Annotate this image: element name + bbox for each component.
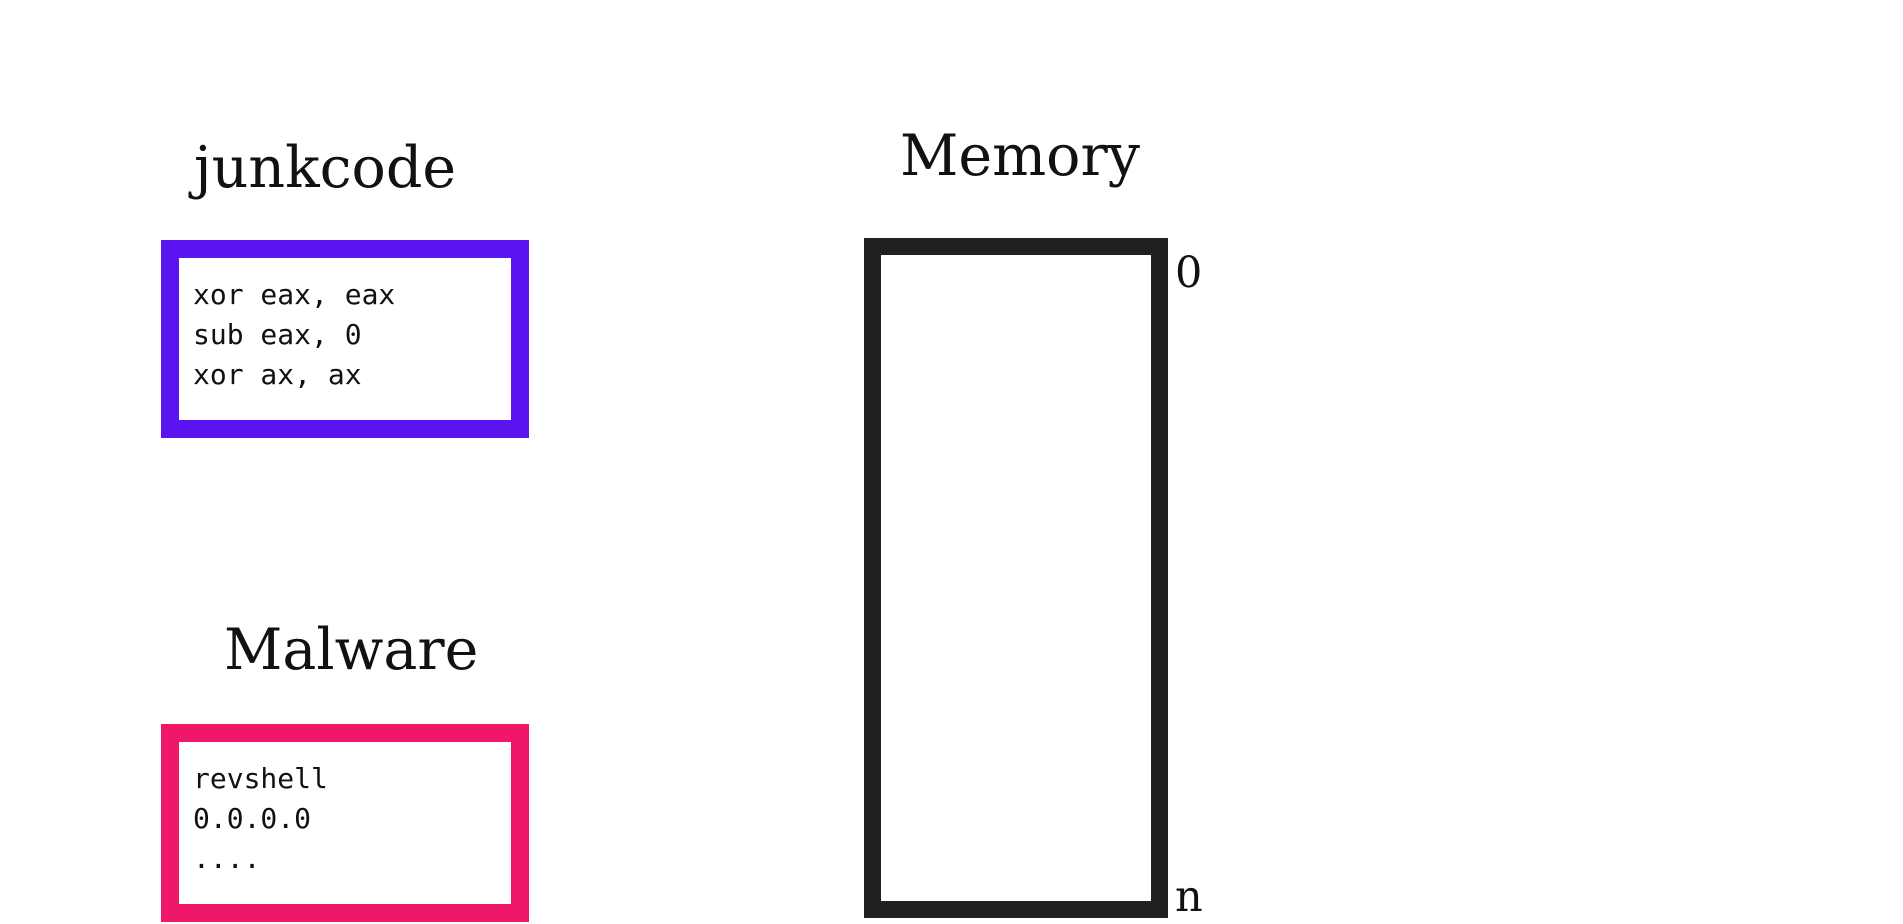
malware-code: revshell 0.0.0.0 ....	[193, 759, 328, 879]
junkcode-code: xor eax, eax sub eax, 0 xor ax, ax	[193, 275, 395, 395]
memory-title: Memory	[900, 123, 1140, 189]
junkcode-line: sub eax, 0	[193, 318, 362, 351]
malware-line: 0.0.0.0	[193, 802, 312, 835]
malware-box: revshell 0.0.0.0 ....	[161, 724, 529, 922]
memory-box	[864, 238, 1168, 918]
junkcode-line: xor eax, eax	[193, 278, 396, 311]
junkcode-title: junkcode	[194, 135, 457, 201]
memory-start-label: 0	[1175, 248, 1203, 298]
memory-end-label: n	[1175, 872, 1203, 922]
junkcode-box: xor eax, eax sub eax, 0 xor ax, ax	[161, 240, 529, 438]
malware-line: ....	[193, 842, 261, 875]
malware-line: revshell	[193, 762, 328, 795]
junkcode-line: xor ax, ax	[193, 358, 362, 391]
malware-title: Malware	[224, 617, 479, 683]
